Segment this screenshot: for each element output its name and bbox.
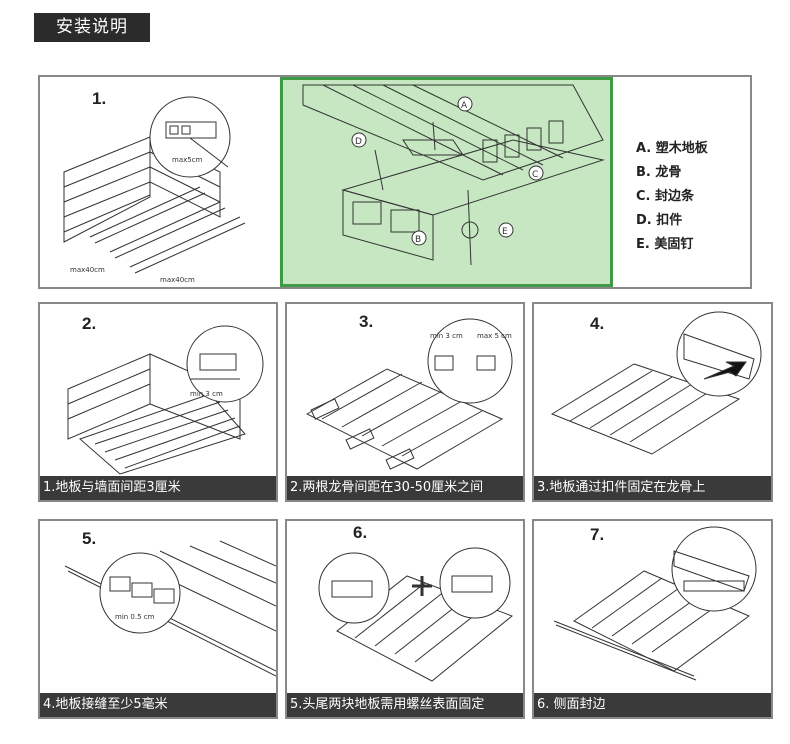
overview-left-illustration: max40cm max40cm max5cm (63, 96, 246, 284)
exploded-view: A D C B E (280, 77, 613, 287)
step-caption: 3.地板通过扣件固定在龙骨上 (534, 476, 771, 500)
step-number: 3. (359, 312, 374, 331)
svg-text:B: B (415, 235, 421, 245)
step-number: 4. (590, 314, 605, 333)
step-panel-6: 6. 5.头尾两块地板需用螺丝表面固定 (285, 519, 525, 719)
dim-label: max5cm (172, 156, 203, 164)
dim-label: min 3 cm (190, 390, 223, 398)
legend-item: E. 美固钉 (636, 237, 694, 252)
step-caption: 4.地板接缝至少5毫米 (40, 693, 276, 717)
step-panel-4: 4. 3.地板通过扣件固定在龙骨上 (532, 302, 773, 502)
step-panel-2: 2. min 3 cm 1.地板与墙面间距3厘米 (38, 302, 278, 502)
step-number: 5. (82, 529, 97, 548)
step-panel-7: 7. 6. 侧面封边 (532, 519, 773, 719)
svg-text:E: E (502, 227, 508, 237)
panel-illustration (318, 547, 513, 682)
legend-item: C. 封边条 (636, 189, 695, 204)
step-number: 1. (92, 89, 107, 108)
step-number: 7. (590, 525, 605, 544)
legend: A. 塑木地板 B. 龙骨 C. 封边条 D. 扣件 E. 美固钉 (636, 137, 708, 257)
dim-label: min 0.5 cm (115, 613, 155, 621)
deck-boards (302, 84, 604, 181)
page-title: 安装说明 (34, 13, 150, 42)
panel-illustration (553, 526, 757, 681)
step-number: 2. (82, 314, 97, 333)
legend-item: B. 龙骨 (636, 165, 682, 180)
svg-text:D: D (355, 137, 362, 147)
dim-label: min 3 cm (430, 332, 463, 340)
step-caption: 1.地板与墙面间距3厘米 (40, 476, 276, 500)
legend-item: D. 扣件 (636, 213, 683, 228)
dim-label: max40cm (160, 276, 195, 284)
callouts: A D C B E (351, 96, 544, 246)
panel-illustration: min 0.5 cm (64, 540, 276, 677)
step-caption: 2.两根龙骨间距在30-50厘米之间 (287, 476, 523, 500)
clip-and-screws (374, 121, 479, 266)
step-caption: 6. 侧面封边 (534, 693, 771, 717)
svg-text:C: C (532, 170, 538, 180)
overview-panel: 1. max40cm max40cm max5cm (38, 75, 752, 289)
step-panel-3: 3. min 3 cm max 5 cm 2.两根龙骨间距在30-50厘米之间 (285, 302, 525, 502)
step-caption: 5.头尾两块地板需用螺丝表面固定 (287, 693, 523, 717)
panel-illustration: min 3 cm (67, 325, 264, 475)
svg-text:A: A (461, 101, 468, 111)
brick-wall (63, 136, 221, 243)
zoom-circle (149, 96, 231, 178)
joists (89, 186, 246, 274)
dim-label: max 5 cm (477, 332, 512, 340)
dim-label: max40cm (70, 266, 105, 274)
legend-item: A. 塑木地板 (636, 141, 708, 156)
joist (341, 139, 605, 261)
step-panel-5: 5. min 0.5 cm 4.地板接缝至少5毫米 (38, 519, 278, 719)
panel-illustration (550, 311, 762, 455)
panel-illustration: min 3 cm max 5 cm (305, 318, 513, 470)
step-number: 6. (353, 523, 368, 542)
